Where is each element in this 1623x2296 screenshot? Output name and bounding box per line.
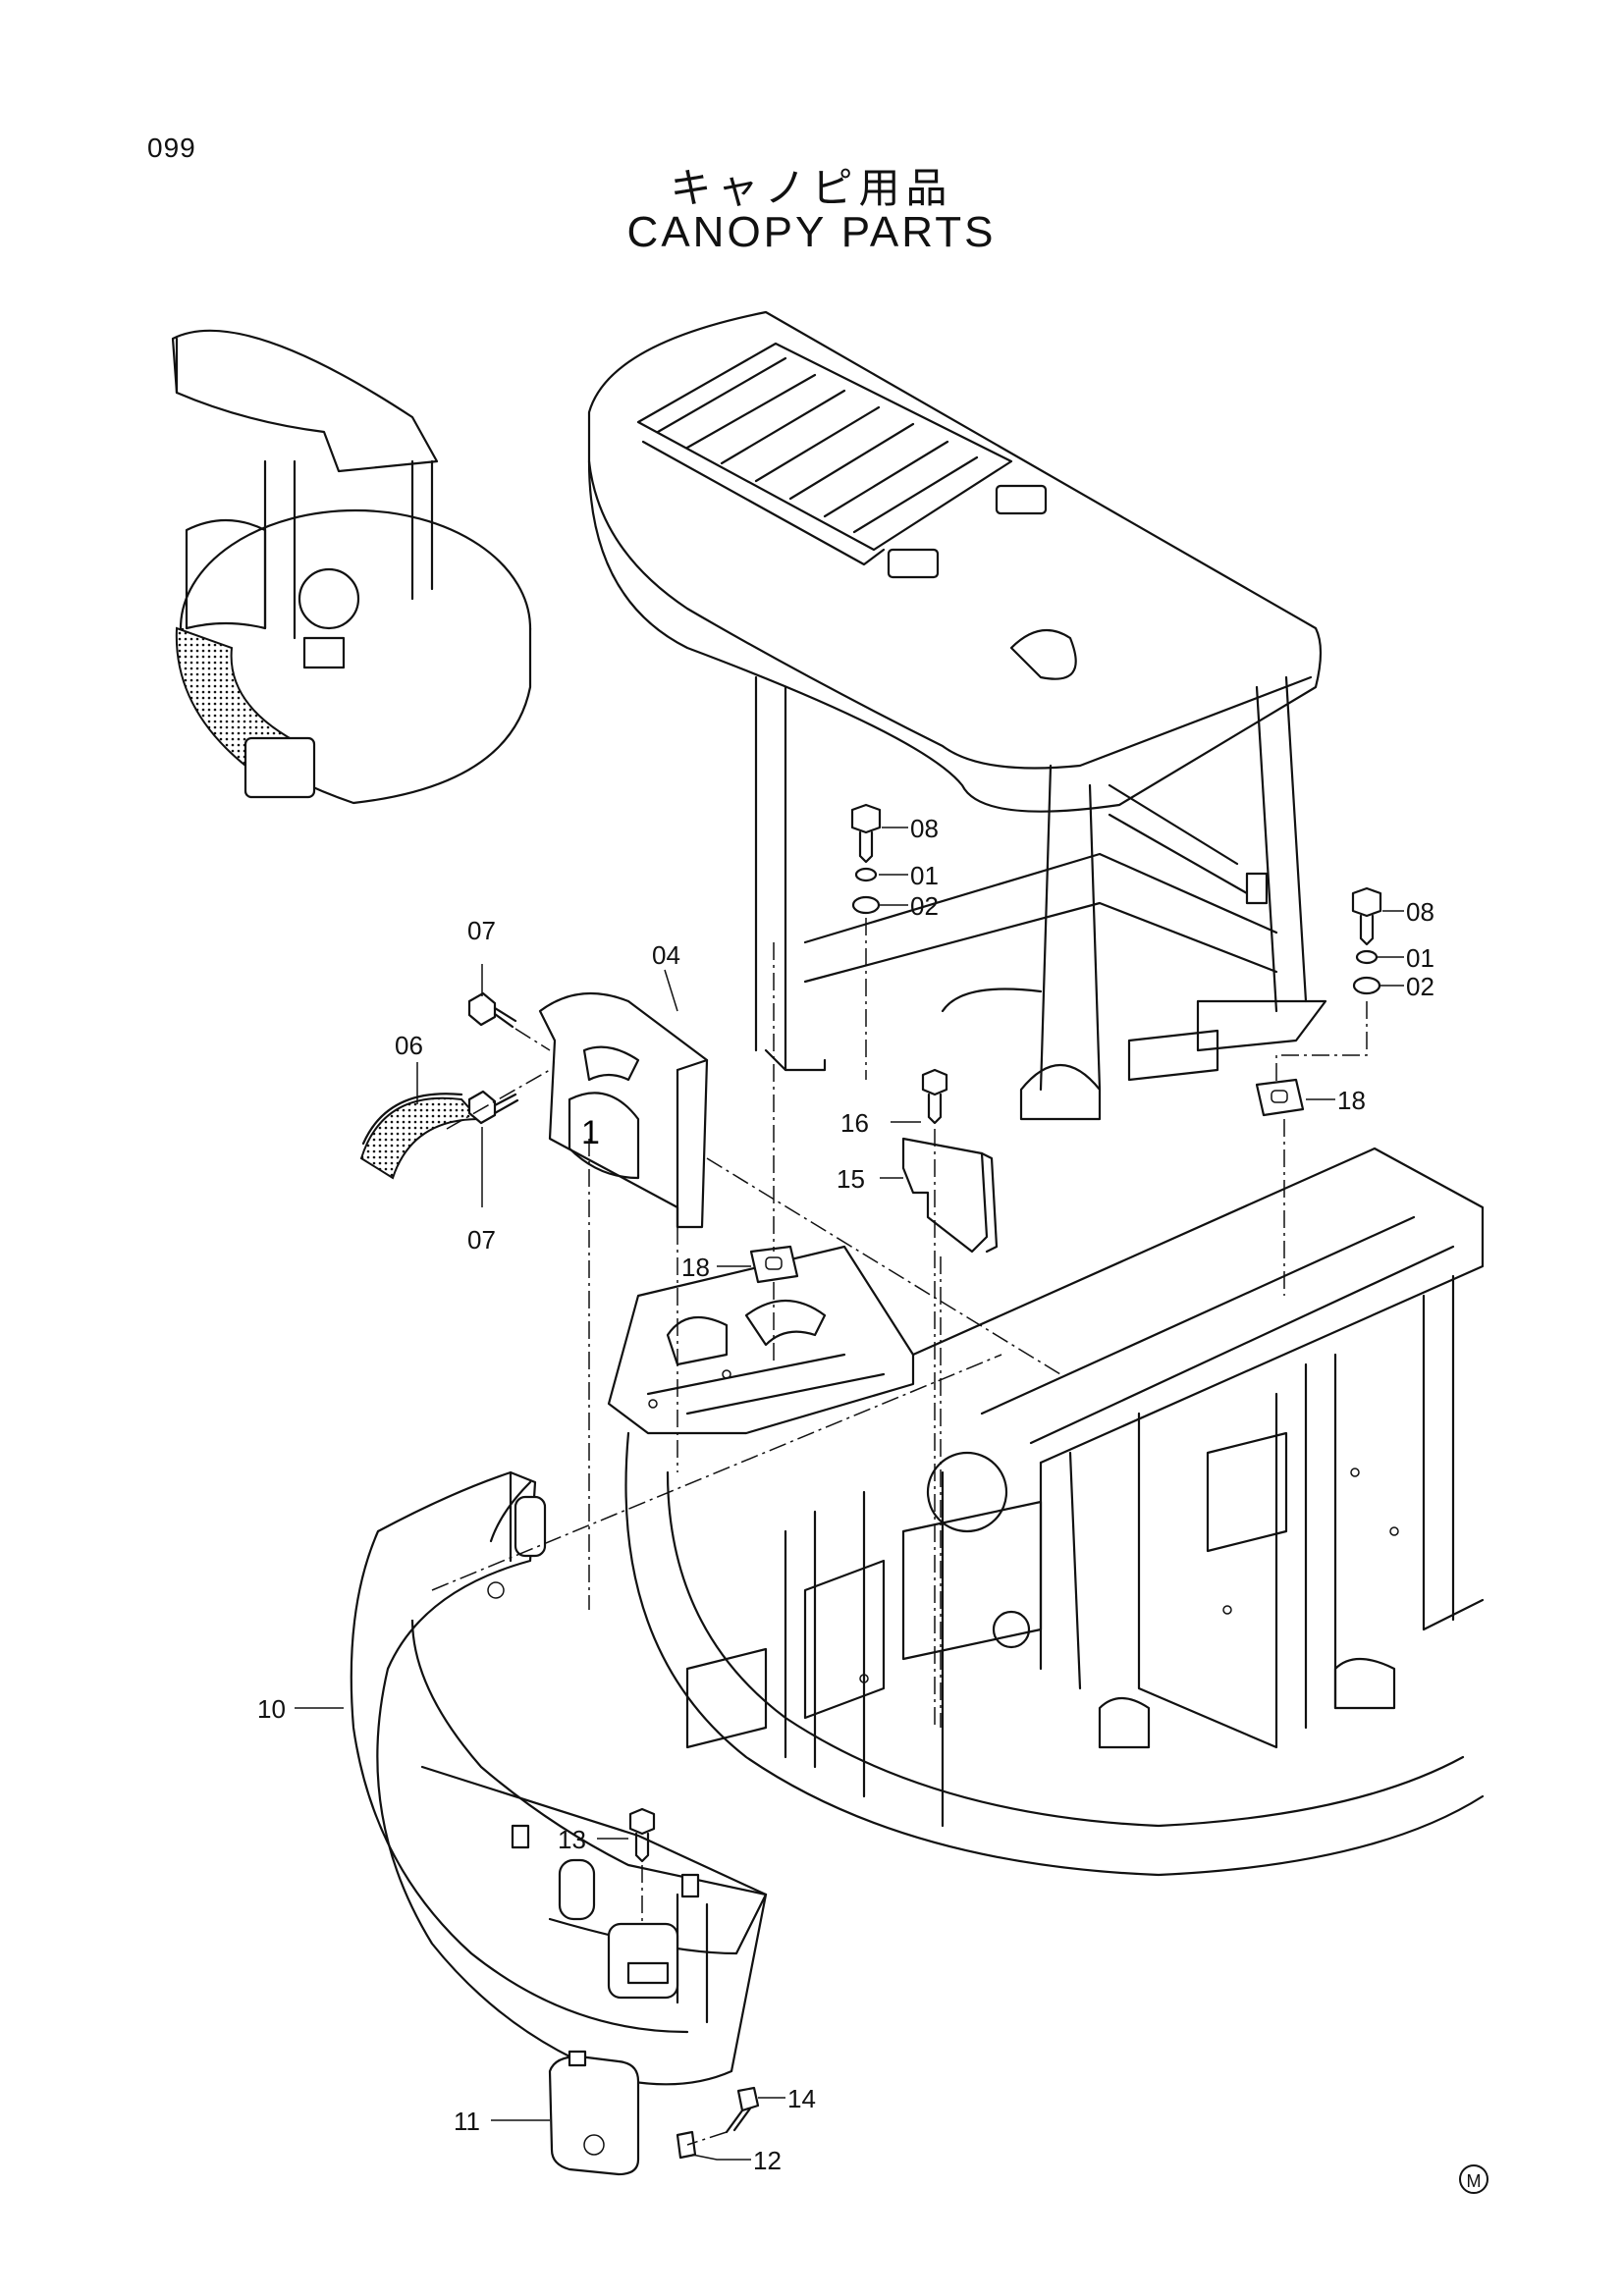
canopy-frame	[754, 675, 1327, 1121]
callout-07-upper: 07	[467, 916, 496, 945]
callout-02-right: 02	[1406, 972, 1434, 1001]
callout-11: 11	[454, 2107, 480, 2136]
title-japanese: キャノピ用品	[670, 164, 953, 212]
canopy-roof	[587, 310, 1323, 813]
callout-08-right: 08	[1406, 897, 1434, 927]
title-english: CANOPY PARTS	[626, 208, 997, 256]
callout-10: 10	[257, 1694, 286, 1724]
callout-12: 12	[753, 2146, 782, 2175]
callout-04: 04	[652, 940, 680, 970]
callout-16: 16	[840, 1108, 869, 1138]
callout-01-right: 01	[1406, 943, 1434, 973]
callout-18-right: 18	[1337, 1086, 1366, 1115]
callout-07-lower: 07	[467, 1225, 496, 1255]
callout-14: 14	[787, 2084, 816, 2113]
plate-part-15	[901, 1137, 999, 1254]
bolt-part-16	[921, 1068, 948, 1125]
upper-frame-base	[607, 1147, 1485, 1877]
pad-part-18-left	[749, 1245, 799, 1284]
bolt-part-08-right	[1351, 886, 1382, 946]
callout-15: 15	[837, 1164, 865, 1194]
bolt-part-07-lower	[467, 1090, 519, 1125]
bracket-part-04: 1	[538, 991, 709, 1229]
pad-part-18-right	[1255, 1078, 1305, 1117]
page-number: 099	[147, 133, 196, 163]
callout-01-left: 01	[910, 861, 939, 890]
washer-part-01-right	[1355, 949, 1379, 965]
svg-text:1: 1	[581, 1114, 600, 1151]
washer-part-01-left	[854, 867, 878, 882]
manufacturer-mark: M	[1459, 2164, 1488, 2194]
callout-18-left: 18	[681, 1253, 710, 1282]
assembly-lines	[431, 918, 1368, 2146]
machine-inset-illustration	[171, 329, 532, 805]
callout-13: 13	[558, 1825, 586, 1854]
seal-part-06	[359, 1093, 482, 1180]
counterweight-part-10	[350, 1470, 768, 2086]
clip-part-12	[676, 2130, 697, 2160]
callout-06: 06	[395, 1031, 423, 1060]
washer-part-02-right	[1352, 976, 1381, 995]
callout-08-left: 08	[910, 814, 939, 843]
bolt-part-08-left	[850, 803, 882, 864]
bolt-part-13	[628, 1807, 656, 1863]
callout-02-left: 02	[910, 891, 939, 921]
bolt-part-07-upper	[467, 991, 517, 1029]
washer-part-02-left	[851, 895, 881, 915]
screw-part-14	[725, 2086, 760, 2134]
leader-lines	[295, 827, 1404, 2161]
cover-part-11	[548, 2050, 640, 2176]
